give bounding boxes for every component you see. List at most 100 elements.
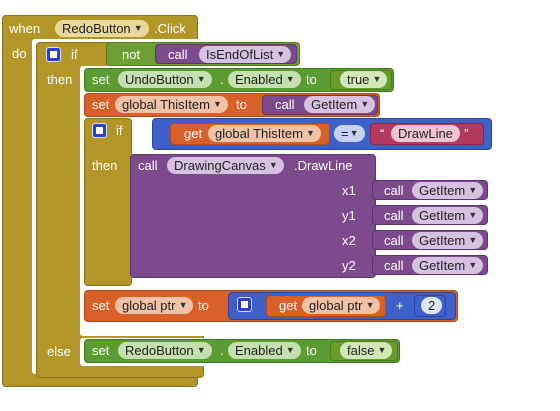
chevron-down-icon: ▼: [178, 300, 188, 310]
gear-icon[interactable]: [46, 47, 61, 62]
call-label: call: [384, 258, 404, 273]
isendoflist-dropdown[interactable]: IsEndOfList▼: [199, 46, 292, 63]
enabled-dropdown[interactable]: Enabled▼: [228, 342, 301, 359]
thisitem-variable-dropdown[interactable]: global ThisItem▼: [115, 96, 228, 113]
false-label: false: [347, 343, 375, 358]
get-thisitem-dropdown[interactable]: global ThisItem▼: [208, 125, 321, 142]
getitem-label: GetItem: [419, 183, 466, 198]
quote-open: “: [380, 126, 385, 141]
getitem-label: GetItem: [419, 233, 466, 248]
undobutton-label: UndoButton: [125, 72, 194, 87]
set-label: set: [92, 97, 110, 112]
chevron-down-icon: ▼: [349, 128, 359, 138]
drawingcanvas-dropdown[interactable]: DrawingCanvas▼: [167, 157, 284, 174]
chevron-down-icon: ▼: [196, 74, 206, 84]
drawline-method-label: .DrawLine: [294, 158, 353, 173]
getitem-label: GetItem: [311, 97, 358, 112]
chevron-down-icon: ▼: [360, 99, 370, 109]
plus-label: +: [396, 298, 404, 313]
chevron-down-icon: ▼: [468, 185, 478, 195]
to-label: to: [306, 343, 317, 358]
chevron-down-icon: ▼: [196, 345, 206, 355]
drawline-text-field[interactable]: DrawLine: [391, 125, 460, 142]
chevron-down-icon: ▼: [468, 210, 478, 220]
equals-label: =: [341, 126, 349, 141]
number-field[interactable]: 2: [421, 297, 443, 314]
chevron-down-icon: ▼: [276, 49, 286, 59]
ptr-variable-label: global ptr: [122, 298, 176, 313]
get-ptr-label: global ptr: [309, 298, 363, 313]
true-label: true: [347, 72, 370, 87]
dot-label: .: [220, 72, 224, 87]
chevron-down-icon: ▼: [377, 345, 387, 355]
chevron-down-icon: ▼: [213, 99, 222, 109]
get-ptr-dropdown[interactable]: global ptr▼: [302, 297, 381, 314]
getitem-dropdown[interactable]: GetItem▼: [304, 96, 376, 113]
chevron-down-icon: ▼: [365, 300, 375, 310]
enabled-label: Enabled: [235, 72, 283, 87]
event-component-label: RedoButton: [62, 21, 131, 36]
param-y1-label: y1: [342, 208, 356, 223]
call-label: call: [384, 233, 404, 248]
then-label: then: [47, 72, 73, 87]
false-dropdown[interactable]: false▼: [340, 342, 393, 359]
getitem-y2-dropdown[interactable]: GetItem▼: [412, 257, 484, 274]
to-label: to: [198, 298, 209, 313]
event-component-dropdown[interactable]: RedoButton▼: [55, 20, 149, 37]
call-label: call: [384, 208, 404, 223]
event-name-label: .Click: [154, 21, 186, 36]
getitem-label: GetItem: [419, 258, 466, 273]
set-label: set: [92, 72, 110, 87]
then-label: then: [92, 158, 118, 173]
getitem-label: GetItem: [419, 208, 466, 223]
drawline-text-label: DrawLine: [398, 126, 453, 141]
call-label: call: [168, 47, 188, 62]
getitem-x1-dropdown[interactable]: GetItem▼: [412, 182, 484, 199]
if-block-inner[interactable]: [84, 118, 132, 286]
get-thisitem-label: global ThisItem: [215, 126, 303, 141]
quote-close: ”: [464, 126, 469, 141]
gear-icon[interactable]: [92, 123, 107, 138]
set-label: set: [92, 343, 110, 358]
do-label: do: [12, 46, 27, 61]
equals-dropdown[interactable]: =▼: [334, 125, 365, 142]
redobutton-dropdown[interactable]: RedoButton▼: [118, 342, 212, 359]
number-label: 2: [428, 298, 436, 313]
chevron-down-icon: ▼: [268, 160, 278, 170]
true-dropdown[interactable]: true▼: [340, 71, 388, 88]
undobutton-dropdown[interactable]: UndoButton▼: [118, 71, 212, 88]
isendoflist-label: IsEndOfList: [206, 47, 274, 62]
getitem-y1-dropdown[interactable]: GetItem▼: [412, 207, 484, 224]
if-label: if: [71, 47, 78, 62]
get-label: get: [279, 298, 298, 313]
gear-icon[interactable]: [237, 297, 252, 312]
not-label: not: [122, 47, 141, 62]
param-x2-label: x2: [342, 233, 356, 248]
call-label: call: [138, 158, 158, 173]
to-label: to: [306, 72, 317, 87]
chevron-down-icon: ▼: [468, 260, 478, 270]
thisitem-variable-label: global ThisItem: [122, 97, 210, 112]
call-label: call: [275, 97, 295, 112]
set-label: set: [92, 298, 110, 313]
chevron-down-icon: ▼: [285, 74, 295, 84]
if-label: if: [116, 123, 123, 138]
when-label: when: [9, 21, 41, 36]
chevron-down-icon: ▼: [285, 345, 295, 355]
call-drawline-block[interactable]: [130, 154, 376, 278]
to-label: to: [236, 97, 247, 112]
enabled-label: Enabled: [235, 343, 283, 358]
chevron-down-icon: ▼: [372, 74, 382, 84]
ptr-variable-dropdown[interactable]: global ptr▼: [115, 297, 194, 314]
chevron-down-icon: ▼: [306, 128, 315, 138]
else-label: else: [47, 344, 71, 359]
get-label: get: [184, 126, 203, 141]
param-x1-label: x1: [342, 183, 356, 198]
chevron-down-icon: ▼: [133, 23, 143, 33]
call-label: call: [384, 183, 404, 198]
drawingcanvas-label: DrawingCanvas: [174, 158, 266, 173]
redobutton-label: RedoButton: [125, 343, 194, 358]
enabled-dropdown[interactable]: Enabled▼: [228, 71, 301, 88]
chevron-down-icon: ▼: [468, 235, 478, 245]
getitem-x2-dropdown[interactable]: GetItem▼: [412, 232, 484, 249]
